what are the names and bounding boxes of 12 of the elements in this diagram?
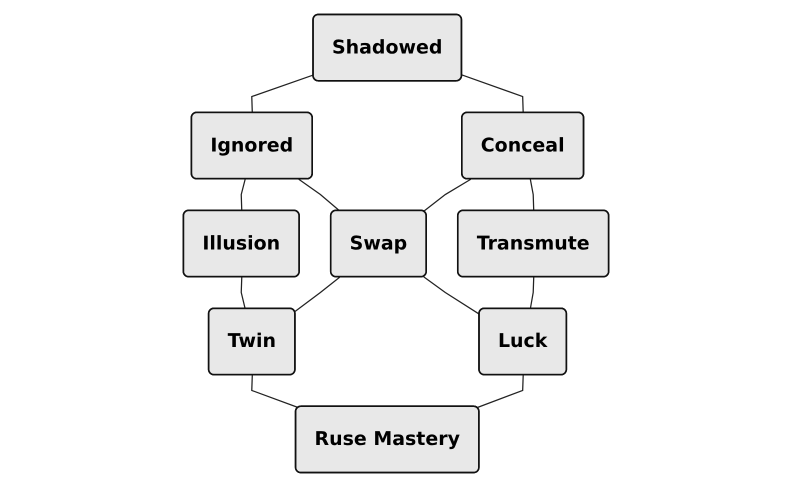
connector [530,277,534,309]
connector [476,375,524,408]
connector [240,277,246,309]
connector [298,178,340,212]
connector [530,179,534,211]
connector [423,276,480,315]
connector [251,74,314,113]
connector [423,178,472,212]
connector [462,74,524,113]
connector [294,276,340,312]
connector [251,375,299,408]
connector [240,179,246,211]
